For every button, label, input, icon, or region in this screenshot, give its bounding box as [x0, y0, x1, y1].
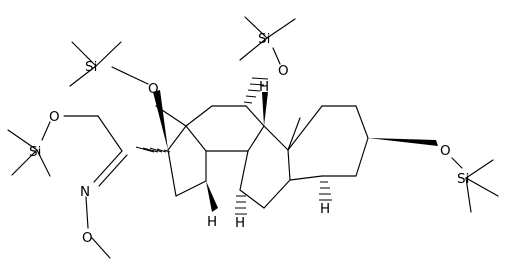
atom-o-side: O: [49, 109, 60, 125]
stereo-bonds: [135, 77, 438, 215]
atom-o-c3: O: [440, 143, 451, 159]
atom-h-c14: H: [207, 214, 217, 230]
atom-si-side: Si: [29, 144, 41, 160]
atom-si-c11: Si: [258, 31, 270, 47]
atom-si-c17: Si: [85, 59, 97, 75]
atom-h-c5: H: [320, 201, 330, 217]
atom-n-oxime: N: [80, 184, 90, 200]
atom-h-c8: H: [259, 79, 269, 95]
bond-lines: [7, 16, 499, 259]
atom-labels: Si O Si O Si O Si O N O H H H H: [29, 31, 469, 246]
atom-h-c9: H: [235, 215, 245, 231]
atom-o-c17: O: [148, 81, 159, 97]
atom-si-c3: Si: [457, 171, 469, 187]
atom-o-oxime: O: [82, 230, 93, 246]
atom-o-c11: O: [278, 63, 289, 79]
